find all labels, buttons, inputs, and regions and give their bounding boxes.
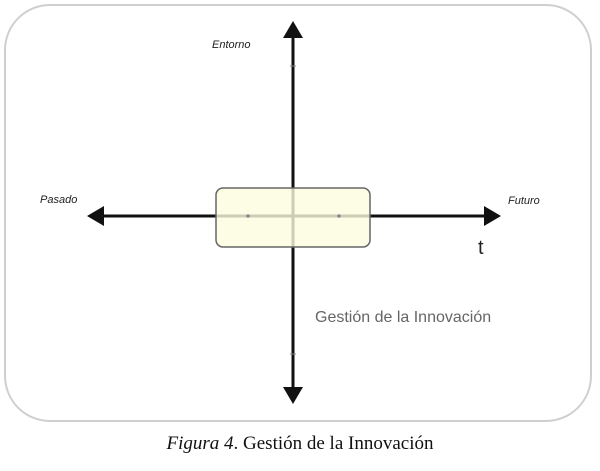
innovation-note: Gestión de la Innovación: [315, 309, 492, 326]
innovation-highlight-box: [215, 187, 371, 248]
axis-marker-left: [246, 214, 250, 218]
top-axis-label: Entorno: [212, 39, 251, 51]
left-axis-label: Pasado: [40, 194, 78, 206]
top-arrowhead: [283, 21, 303, 38]
time-symbol: t: [478, 237, 484, 259]
right-arrowhead: [484, 206, 501, 226]
left-arrowhead: [87, 206, 104, 226]
right-axis-label: Futuro: [508, 195, 540, 207]
bottom-arrowhead: [283, 387, 303, 404]
axis-marker-right: [337, 214, 341, 218]
caption-figure-number: Figura 4: [166, 433, 234, 454]
caption-text: . Gestión de la Innovación: [233, 433, 434, 454]
figure-caption: Figura 4. Gestión de la Innovación: [0, 433, 600, 455]
